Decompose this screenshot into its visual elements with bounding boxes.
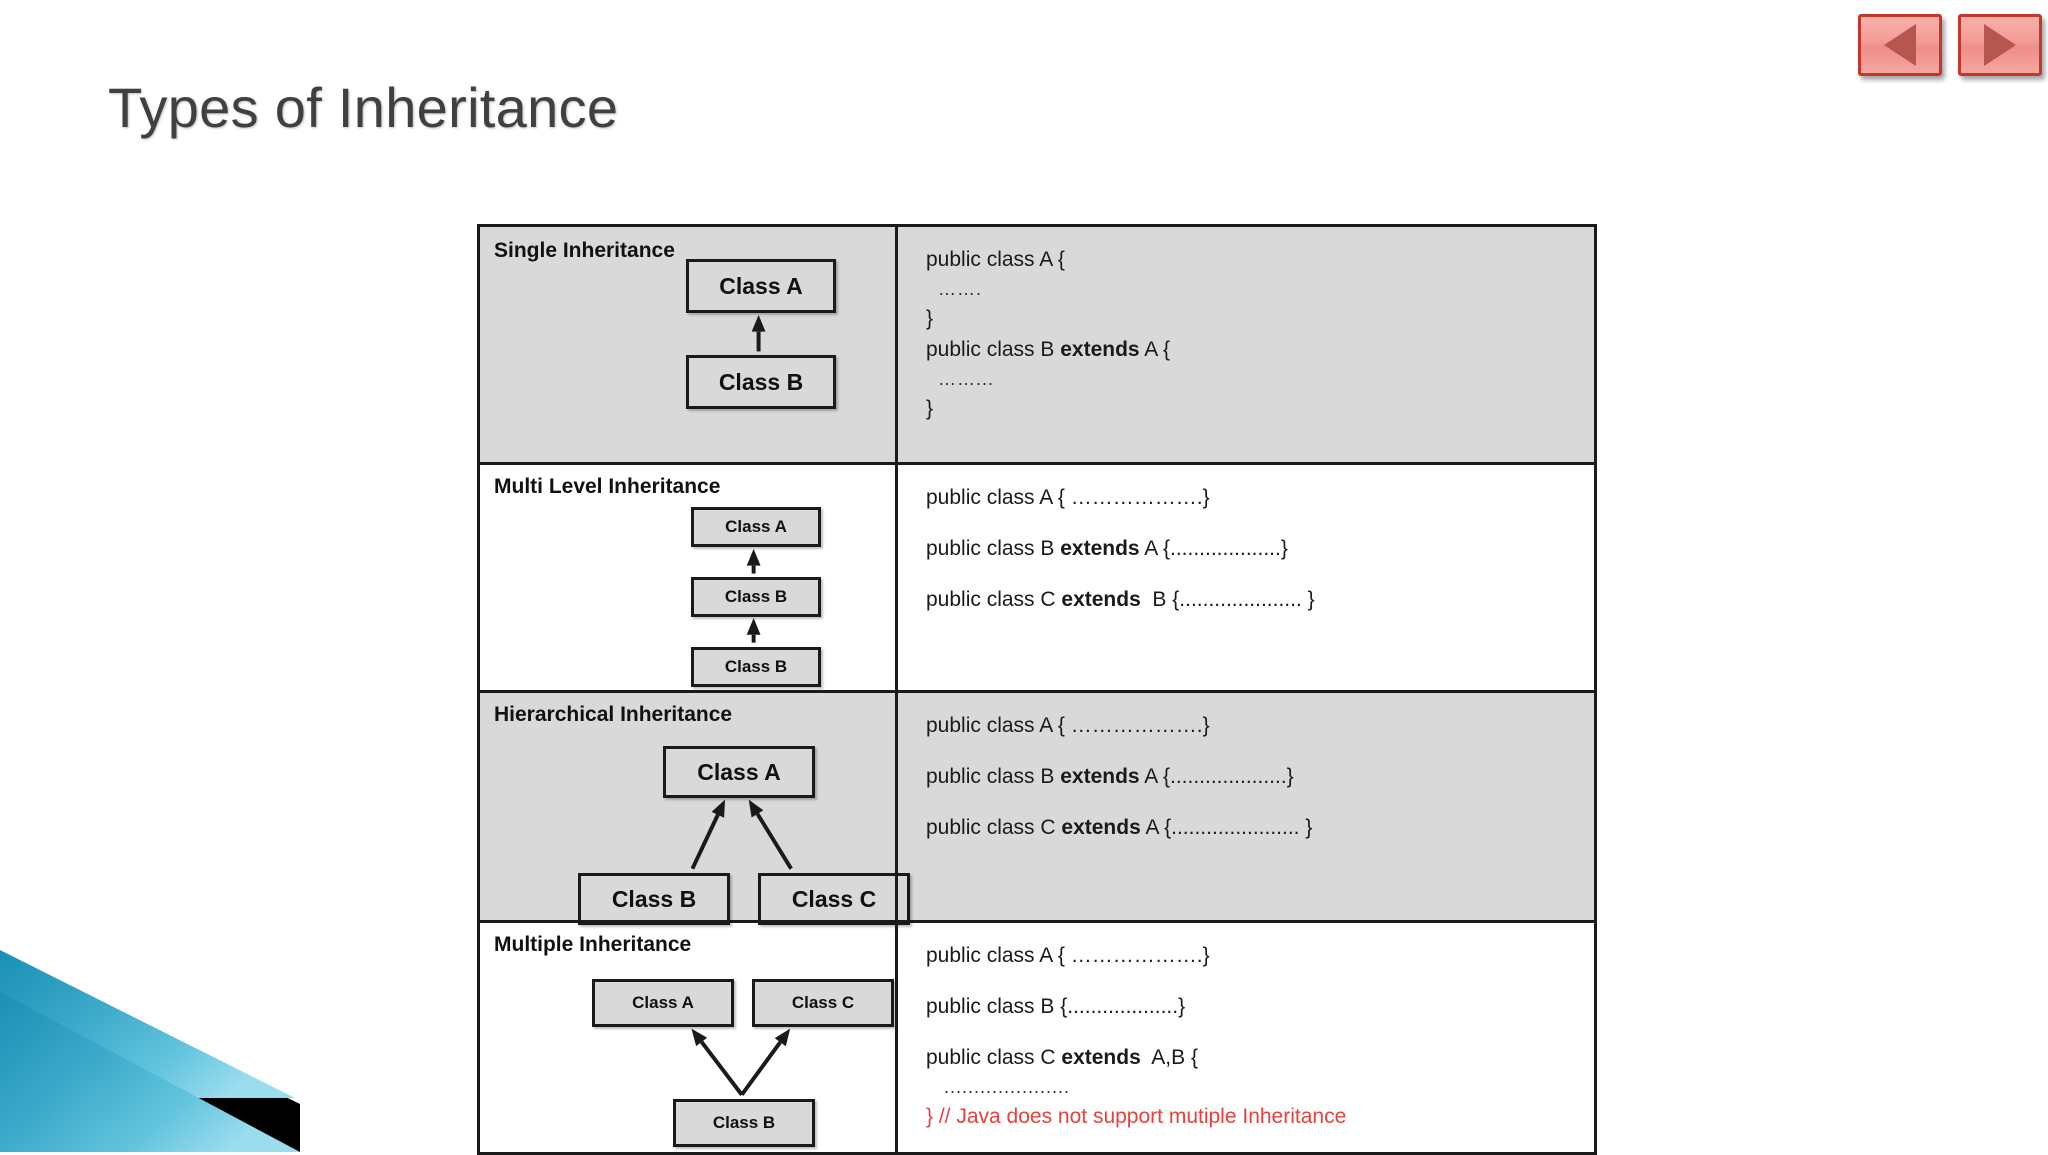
code-line: } (926, 397, 934, 420)
java-keyword: extends (1061, 588, 1141, 611)
class-box: Class B (691, 647, 821, 687)
code-line: public class C extends A,B { (926, 1046, 1198, 1069)
code-line: public class B extends A {..............… (926, 765, 1294, 788)
code-line: public class C extends A {..............… (926, 816, 1313, 839)
page-title: Types of Inheritance (108, 76, 619, 139)
java-keyword: extends (1060, 765, 1140, 788)
code-line: public class A { ……………….} (926, 714, 1210, 737)
code-cell: public class A { ……………….} public class B … (898, 923, 1594, 1152)
code-line: public class B extends A {..............… (926, 537, 1288, 560)
code-cell: public class A { ……………….} public class B … (898, 693, 1594, 920)
inheritance-type-label: Multiple Inheritance (494, 933, 692, 956)
code-line: public class B extends A { (926, 338, 1170, 361)
class-box: Class A (592, 979, 734, 1027)
code-cell: public class A { …….} public class B exte… (898, 227, 1594, 462)
java-keyword: extends (1060, 338, 1140, 361)
inheritance-type-label: Hierarchical Inheritance (494, 703, 733, 726)
decorative-corner-graphic (0, 950, 300, 1152)
class-box: Class A (691, 507, 821, 547)
code-line: ..................... (926, 1077, 1071, 1097)
code-comment-warning: } // Java does not support mutiple Inher… (926, 1105, 1347, 1128)
class-box: Class B (691, 577, 821, 617)
java-keyword: extends (1061, 816, 1141, 839)
inheritance-type-label: Multi Level Inheritance (494, 475, 721, 498)
java-keyword: extends (1060, 537, 1140, 560)
code-line: public class A { (926, 248, 1065, 271)
triangle-left-icon (1884, 24, 1916, 66)
prev-slide-button[interactable] (1858, 14, 1942, 76)
class-box: Class A (686, 259, 836, 313)
class-box: Class B (686, 355, 836, 409)
code-line: public class B {...................} (926, 995, 1186, 1018)
class-box: Class C (758, 873, 910, 925)
code-line: } (926, 307, 934, 330)
class-box: Class B (578, 873, 730, 925)
inheritance-type-label: Single Inheritance (494, 239, 675, 262)
triangle-right-icon (1984, 24, 2016, 66)
code-line: ……... (926, 369, 995, 389)
class-box: Class A (663, 746, 815, 798)
code-line: public class A { ……………….} (926, 944, 1210, 967)
code-cell: public class A { ……………….} public class B … (898, 465, 1594, 690)
code-line: public class A { ……………….} (926, 486, 1210, 509)
class-box: Class C (752, 979, 894, 1027)
java-keyword: extends (1061, 1046, 1141, 1069)
code-line: ……. (926, 279, 983, 299)
class-box: Class B (673, 1099, 815, 1147)
code-line: public class C extends B {..............… (926, 588, 1315, 611)
slide-navigation (1858, 14, 2042, 76)
next-slide-button[interactable] (1958, 14, 2042, 76)
